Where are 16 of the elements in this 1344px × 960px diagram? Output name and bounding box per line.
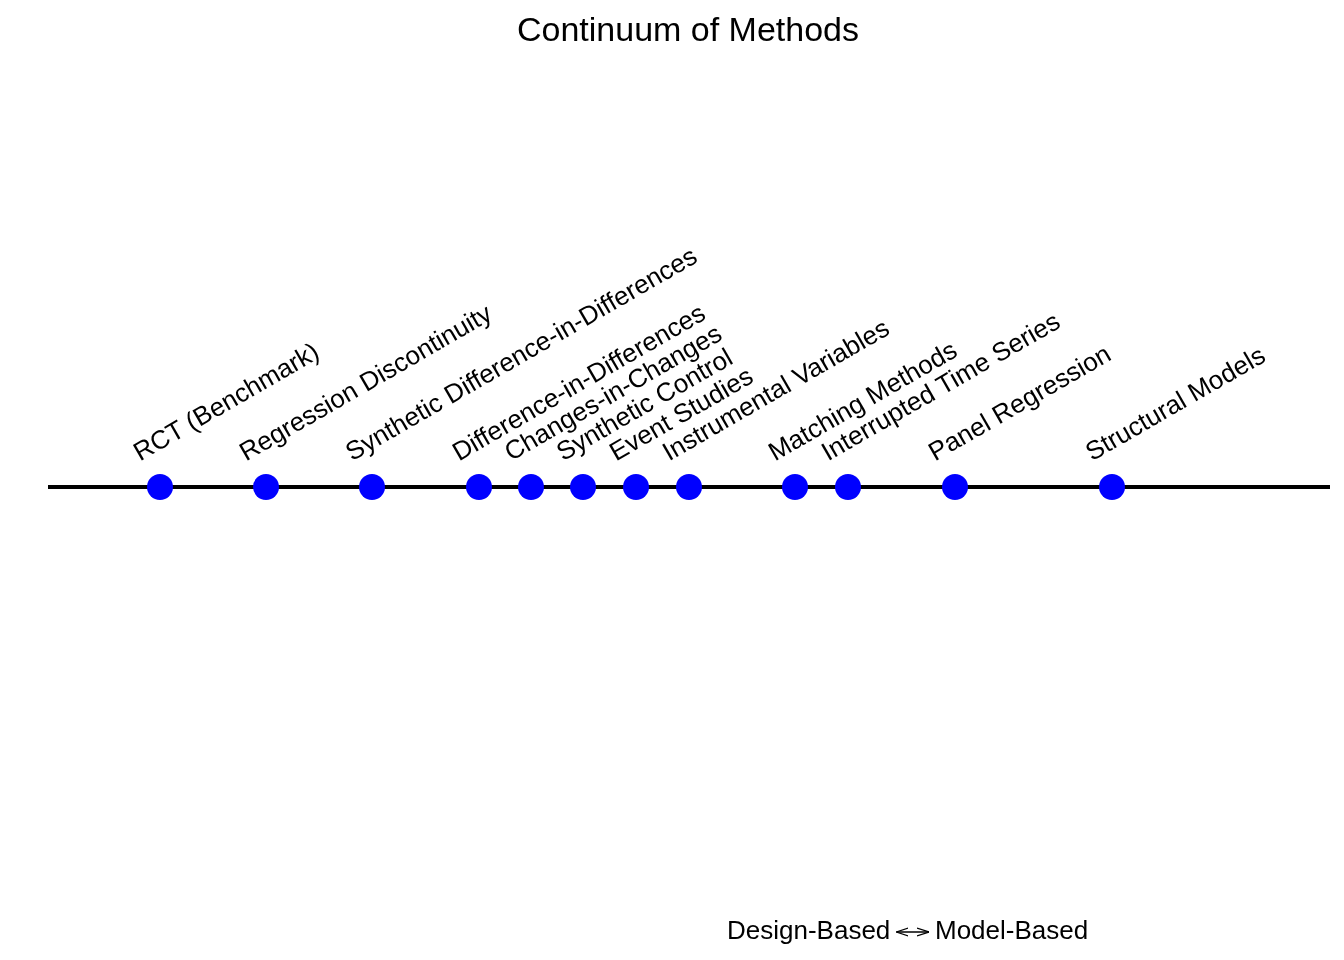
arrow	[895, 927, 930, 937]
axis-end-label: Model-Based	[935, 917, 1089, 943]
point-marker	[782, 474, 808, 500]
point-marker	[570, 474, 596, 500]
chart-title: Continuum of Methods	[515, 12, 861, 46]
point-marker	[942, 474, 968, 500]
point-marker	[147, 474, 173, 500]
point-marker	[835, 474, 861, 500]
point-marker	[676, 474, 702, 500]
point-marker	[466, 474, 492, 500]
point-marker	[623, 474, 649, 500]
point-marker	[253, 474, 279, 500]
point-marker	[359, 474, 385, 500]
point-marker	[1099, 474, 1125, 500]
axis-end-label: Design-Based	[727, 917, 891, 943]
point-marker	[518, 474, 544, 500]
